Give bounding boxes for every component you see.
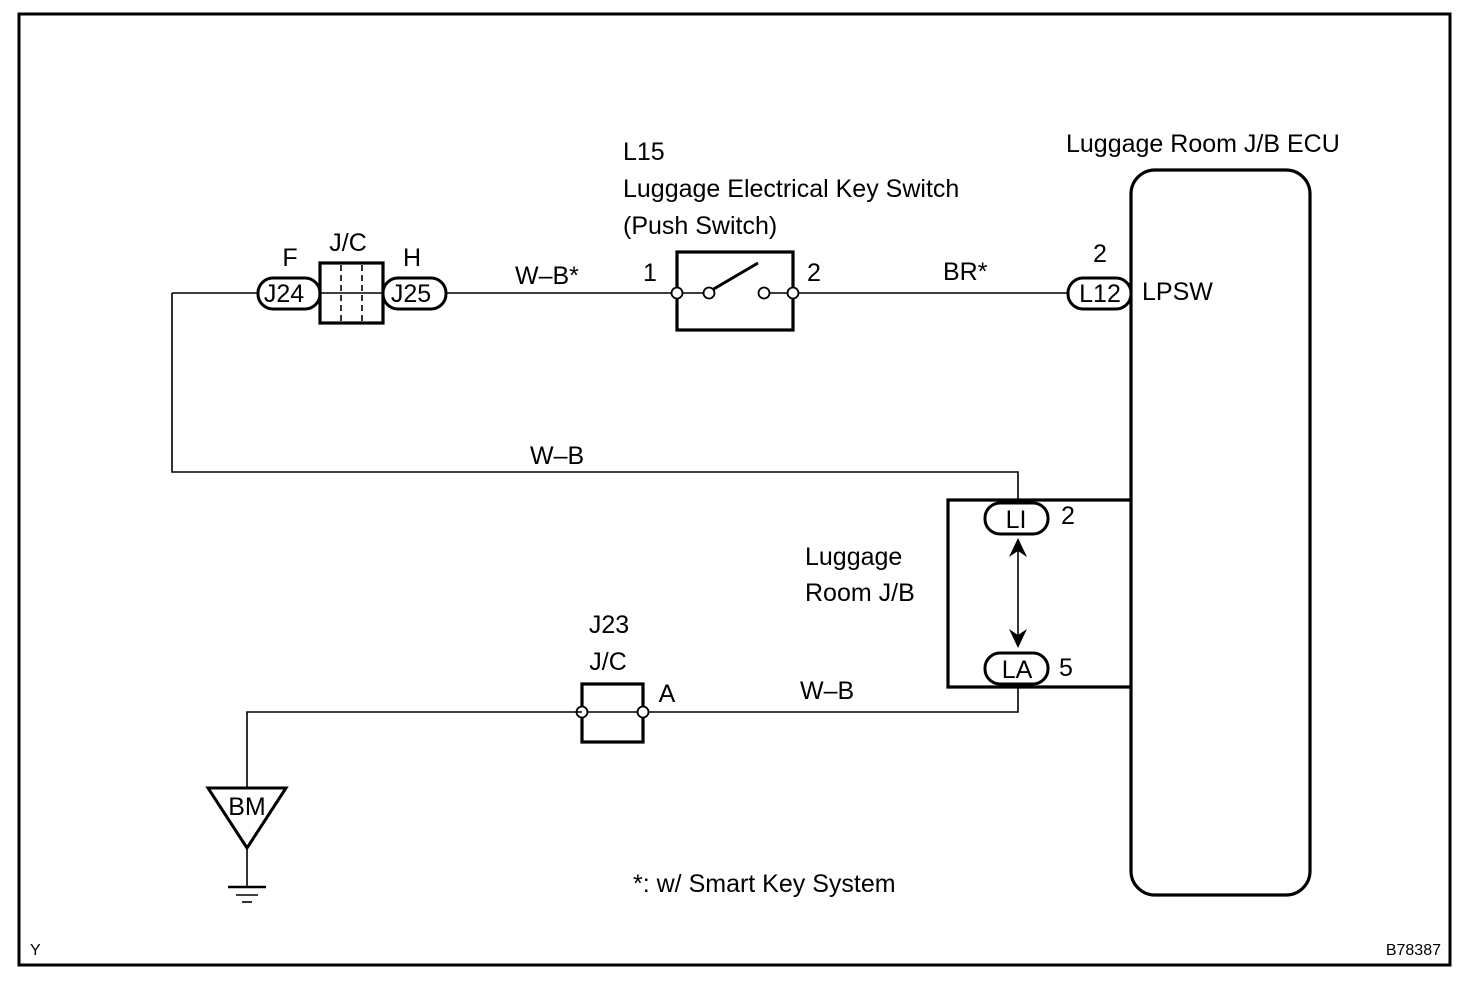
- switch-pin-1: 1: [643, 259, 657, 287]
- wire-label-wb-star: W–B*: [515, 262, 579, 290]
- switch-contact-right: [757, 286, 771, 300]
- ecu-body: [1129, 168, 1312, 897]
- junction-bottom-pin: A: [659, 680, 676, 708]
- ground-point-triangle: [205, 786, 289, 851]
- connector-li-pin: 2: [1061, 502, 1075, 530]
- wire-j24-jb: [171, 293, 1019, 503]
- junction-block-name-1: Luggage: [805, 543, 902, 571]
- connector-la: [983, 651, 1050, 686]
- connector-j25: [381, 276, 448, 311]
- ground-point-label: BM: [228, 793, 266, 821]
- junction-block-body: [946, 498, 1131, 689]
- connector-la-label: LA: [1002, 656, 1033, 684]
- switch-subtitle: (Push Switch): [623, 212, 777, 240]
- corner-code: Y: [30, 942, 41, 959]
- wire-j23-jb: [643, 684, 1019, 713]
- diagram-frame: [17, 12, 1452, 967]
- ecu-name: Luggage Room J/B ECU: [1066, 130, 1340, 158]
- ecu-terminal-label: LPSW: [1142, 278, 1213, 306]
- switch-body: [675, 250, 795, 332]
- switch-name: Luggage Electrical Key Switch: [623, 175, 959, 203]
- ground-icon: [228, 885, 266, 903]
- junction-bottom-code: J23: [589, 611, 629, 639]
- figure-id: B78387: [1386, 942, 1441, 959]
- connector-j25-pin: H: [403, 244, 421, 272]
- switch-terminal-2: [786, 286, 800, 300]
- arrow-down-icon: [1009, 629, 1027, 648]
- switch-contact-arm: [711, 261, 759, 292]
- junction-connector-bottom: [580, 682, 645, 744]
- junction-top-type: J/C: [329, 229, 367, 257]
- switch-contact-left: [702, 286, 716, 300]
- wire-ground: [246, 711, 582, 788]
- switch-pin-2: 2: [807, 259, 821, 287]
- junction-bottom-type: J/C: [589, 648, 627, 676]
- connector-li: [983, 501, 1050, 536]
- wire-label-wb-upper: W–B: [530, 442, 584, 470]
- connector-j24-pin: F: [282, 244, 297, 272]
- junction-block-name-2: Room J/B: [805, 579, 915, 607]
- connector-j24-label: J24: [264, 280, 304, 308]
- connector-l12-pin: 2: [1093, 240, 1107, 268]
- arrow-up-icon: [1009, 538, 1027, 557]
- connector-j25-label: J25: [391, 280, 431, 308]
- switch-terminal-1: [670, 286, 684, 300]
- wire-label-wb-lower: W–B: [800, 677, 854, 705]
- footnote: *: w/ Smart Key System: [633, 870, 896, 898]
- wire-label-br-star: BR*: [943, 258, 988, 286]
- connector-l12-label: L12: [1079, 280, 1121, 308]
- junction-bottom-terminal-right: [636, 705, 650, 719]
- connector-li-label: LI: [1006, 506, 1027, 534]
- switch-code: L15: [623, 138, 665, 166]
- connector-la-pin: 5: [1059, 654, 1073, 682]
